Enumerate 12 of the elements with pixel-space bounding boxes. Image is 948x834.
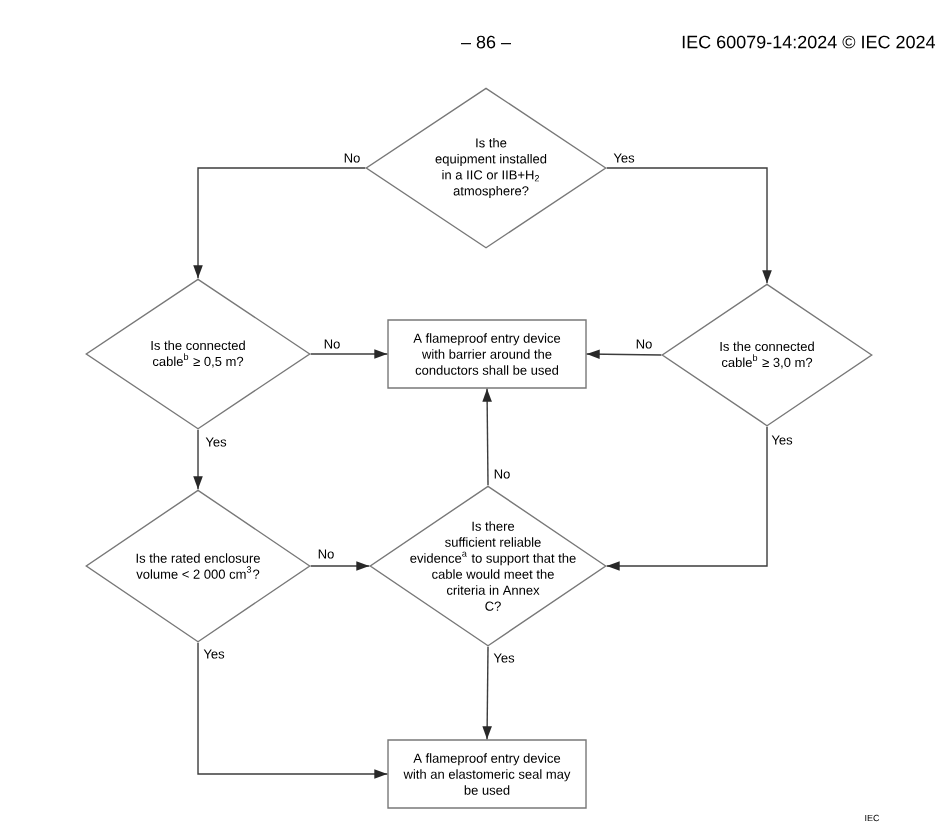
arrow	[193, 429, 203, 490]
arrow	[310, 349, 388, 359]
arrow	[482, 646, 492, 740]
arrow	[193, 167, 366, 279]
arrow	[606, 426, 768, 571]
arrow	[197, 642, 388, 779]
arrow	[310, 561, 370, 571]
page-header: IEC 60079-14:2024 © IEC 2024	[682, 35, 936, 49]
page-header: – 86 –	[461, 35, 511, 49]
arrow	[482, 388, 492, 486]
arrow	[606, 167, 772, 284]
arrow	[586, 349, 662, 359]
